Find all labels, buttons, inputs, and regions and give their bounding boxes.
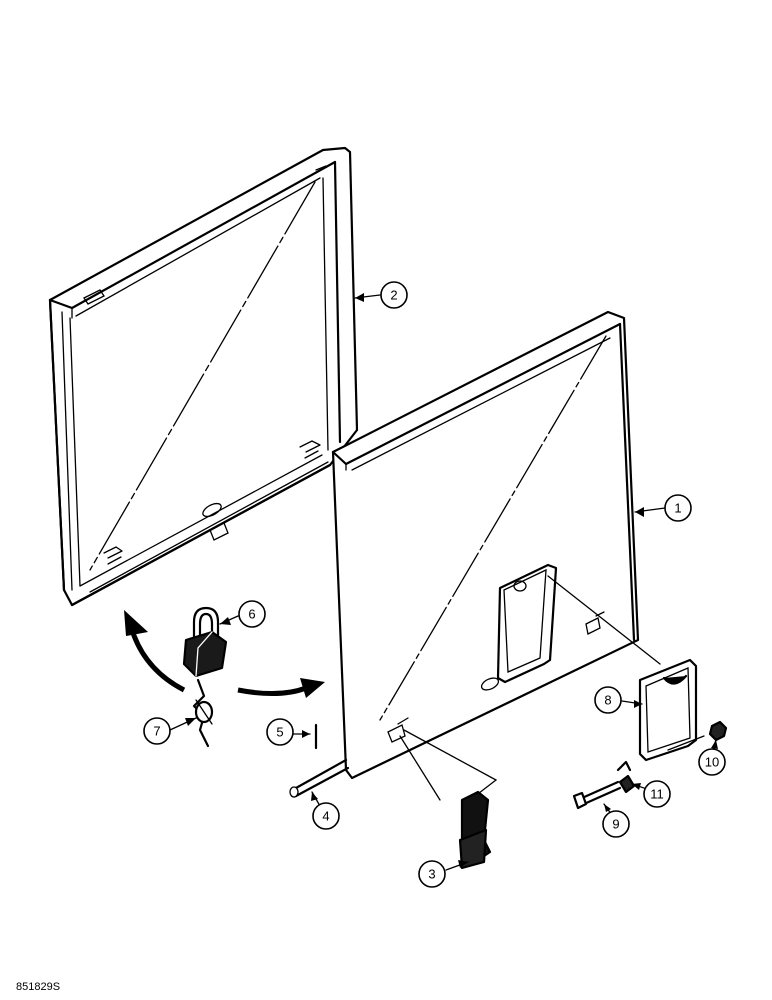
svg-text:2: 2 bbox=[390, 288, 397, 303]
callout-11: 11 bbox=[643, 780, 671, 808]
arrow-up-left bbox=[124, 610, 186, 693]
hinge-pin bbox=[289, 758, 350, 798]
clip bbox=[616, 760, 636, 794]
bolt bbox=[572, 780, 622, 810]
figure-id: 851829S bbox=[16, 981, 60, 993]
svg-text:6: 6 bbox=[248, 607, 255, 622]
nut bbox=[708, 720, 728, 742]
callout-6: 6 bbox=[238, 600, 266, 628]
callout-9: 9 bbox=[602, 810, 630, 838]
svg-text:5: 5 bbox=[276, 725, 283, 740]
callout-2: 2 bbox=[380, 281, 408, 309]
svg-text:10: 10 bbox=[705, 755, 719, 770]
svg-text:7: 7 bbox=[153, 724, 160, 739]
svg-text:3: 3 bbox=[428, 867, 435, 882]
svg-text:1: 1 bbox=[674, 501, 681, 516]
callout-10: 10 bbox=[698, 748, 726, 776]
inspection-cover bbox=[547, 575, 705, 762]
callout-1: 1 bbox=[664, 494, 692, 522]
svg-text:4: 4 bbox=[322, 809, 329, 824]
svg-text:11: 11 bbox=[650, 787, 664, 802]
callout-8: 8 bbox=[594, 686, 622, 714]
leader-lines bbox=[169, 293, 718, 871]
svg-text:9: 9 bbox=[612, 817, 619, 832]
front-door-panel bbox=[331, 310, 640, 780]
callout-5: 5 bbox=[266, 718, 294, 746]
callout-4: 4 bbox=[312, 802, 340, 830]
latch-handle bbox=[399, 729, 498, 870]
key bbox=[192, 678, 214, 748]
callout-3: 3 bbox=[418, 860, 446, 888]
svg-text:8: 8 bbox=[604, 693, 611, 708]
padlock bbox=[182, 606, 228, 678]
callout-7: 7 bbox=[143, 717, 171, 745]
arrow-right bbox=[237, 678, 325, 698]
rear-door-frame bbox=[48, 146, 359, 607]
